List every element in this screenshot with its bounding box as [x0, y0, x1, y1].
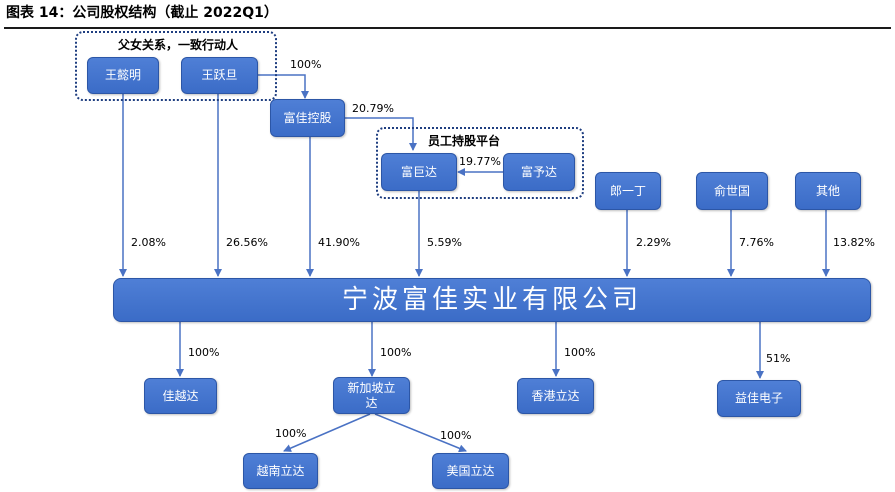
pct-vietnam-lida: 100% [275, 427, 307, 440]
esop-group-label: 员工持股平台 [428, 134, 501, 148]
node-fujuda: 富巨达 [381, 153, 457, 191]
pct-fuyuda-fujuda: 19.77% [459, 155, 501, 168]
pct-yuedan-holding: 100% [290, 58, 322, 71]
node-yijia-electronics: 益佳电子 [717, 380, 801, 417]
esop-group-frame [376, 127, 584, 199]
node-company: 宁波富佳实业有限公司 [113, 278, 871, 322]
node-hk-lida: 香港立达 [517, 378, 594, 414]
pct-lang-yiding: 2.29% [636, 236, 671, 249]
node-lang-yiding: 郎一丁 [595, 172, 661, 210]
node-vietnam-lida: 越南立达 [243, 453, 318, 489]
page-title: 图表 14：公司股权结构（截止 2022Q1） [6, 5, 278, 21]
pct-yu-shiguo: 7.76% [739, 236, 774, 249]
node-fuyuda: 富予达 [503, 153, 575, 191]
pct-usa-lida: 100% [440, 429, 472, 442]
node-wang-yiming: 王懿明 [87, 57, 159, 94]
title-divider [4, 27, 891, 29]
edge-yuedan-holding [258, 74, 309, 99]
node-wang-yuedan: 王跃旦 [181, 57, 258, 94]
pct-wang-yuedan: 26.56% [226, 236, 268, 249]
edge-singapore-vietnam [283, 413, 371, 452]
pct-fujia-holding: 41.90% [318, 236, 360, 249]
pct-fujuda: 5.59% [427, 236, 462, 249]
family-group-label: 父女关系，一致行动人 [118, 38, 239, 52]
node-fujia-holding: 富佳控股 [270, 99, 345, 137]
node-jiayueda: 佳越达 [144, 378, 217, 414]
pct-hk-lida: 100% [564, 346, 596, 359]
node-usa-lida: 美国立达 [432, 453, 509, 489]
pct-wang-yiming: 2.08% [131, 236, 166, 249]
pct-yijia-electronics: 51% [766, 352, 791, 365]
node-others: 其他 [795, 172, 861, 210]
node-singapore-lida: 新加坡立达 [333, 377, 410, 414]
pct-others: 13.82% [833, 236, 875, 249]
node-yu-shiguo: 俞世国 [696, 172, 768, 210]
pct-singapore-lida: 100% [380, 346, 412, 359]
pct-holding-fujuda: 20.79% [352, 102, 394, 115]
pct-jiayueda: 100% [188, 346, 220, 359]
edge-holding-fujuda [345, 117, 417, 151]
family-group-frame [75, 31, 277, 101]
edge-singapore-usa [374, 413, 467, 453]
